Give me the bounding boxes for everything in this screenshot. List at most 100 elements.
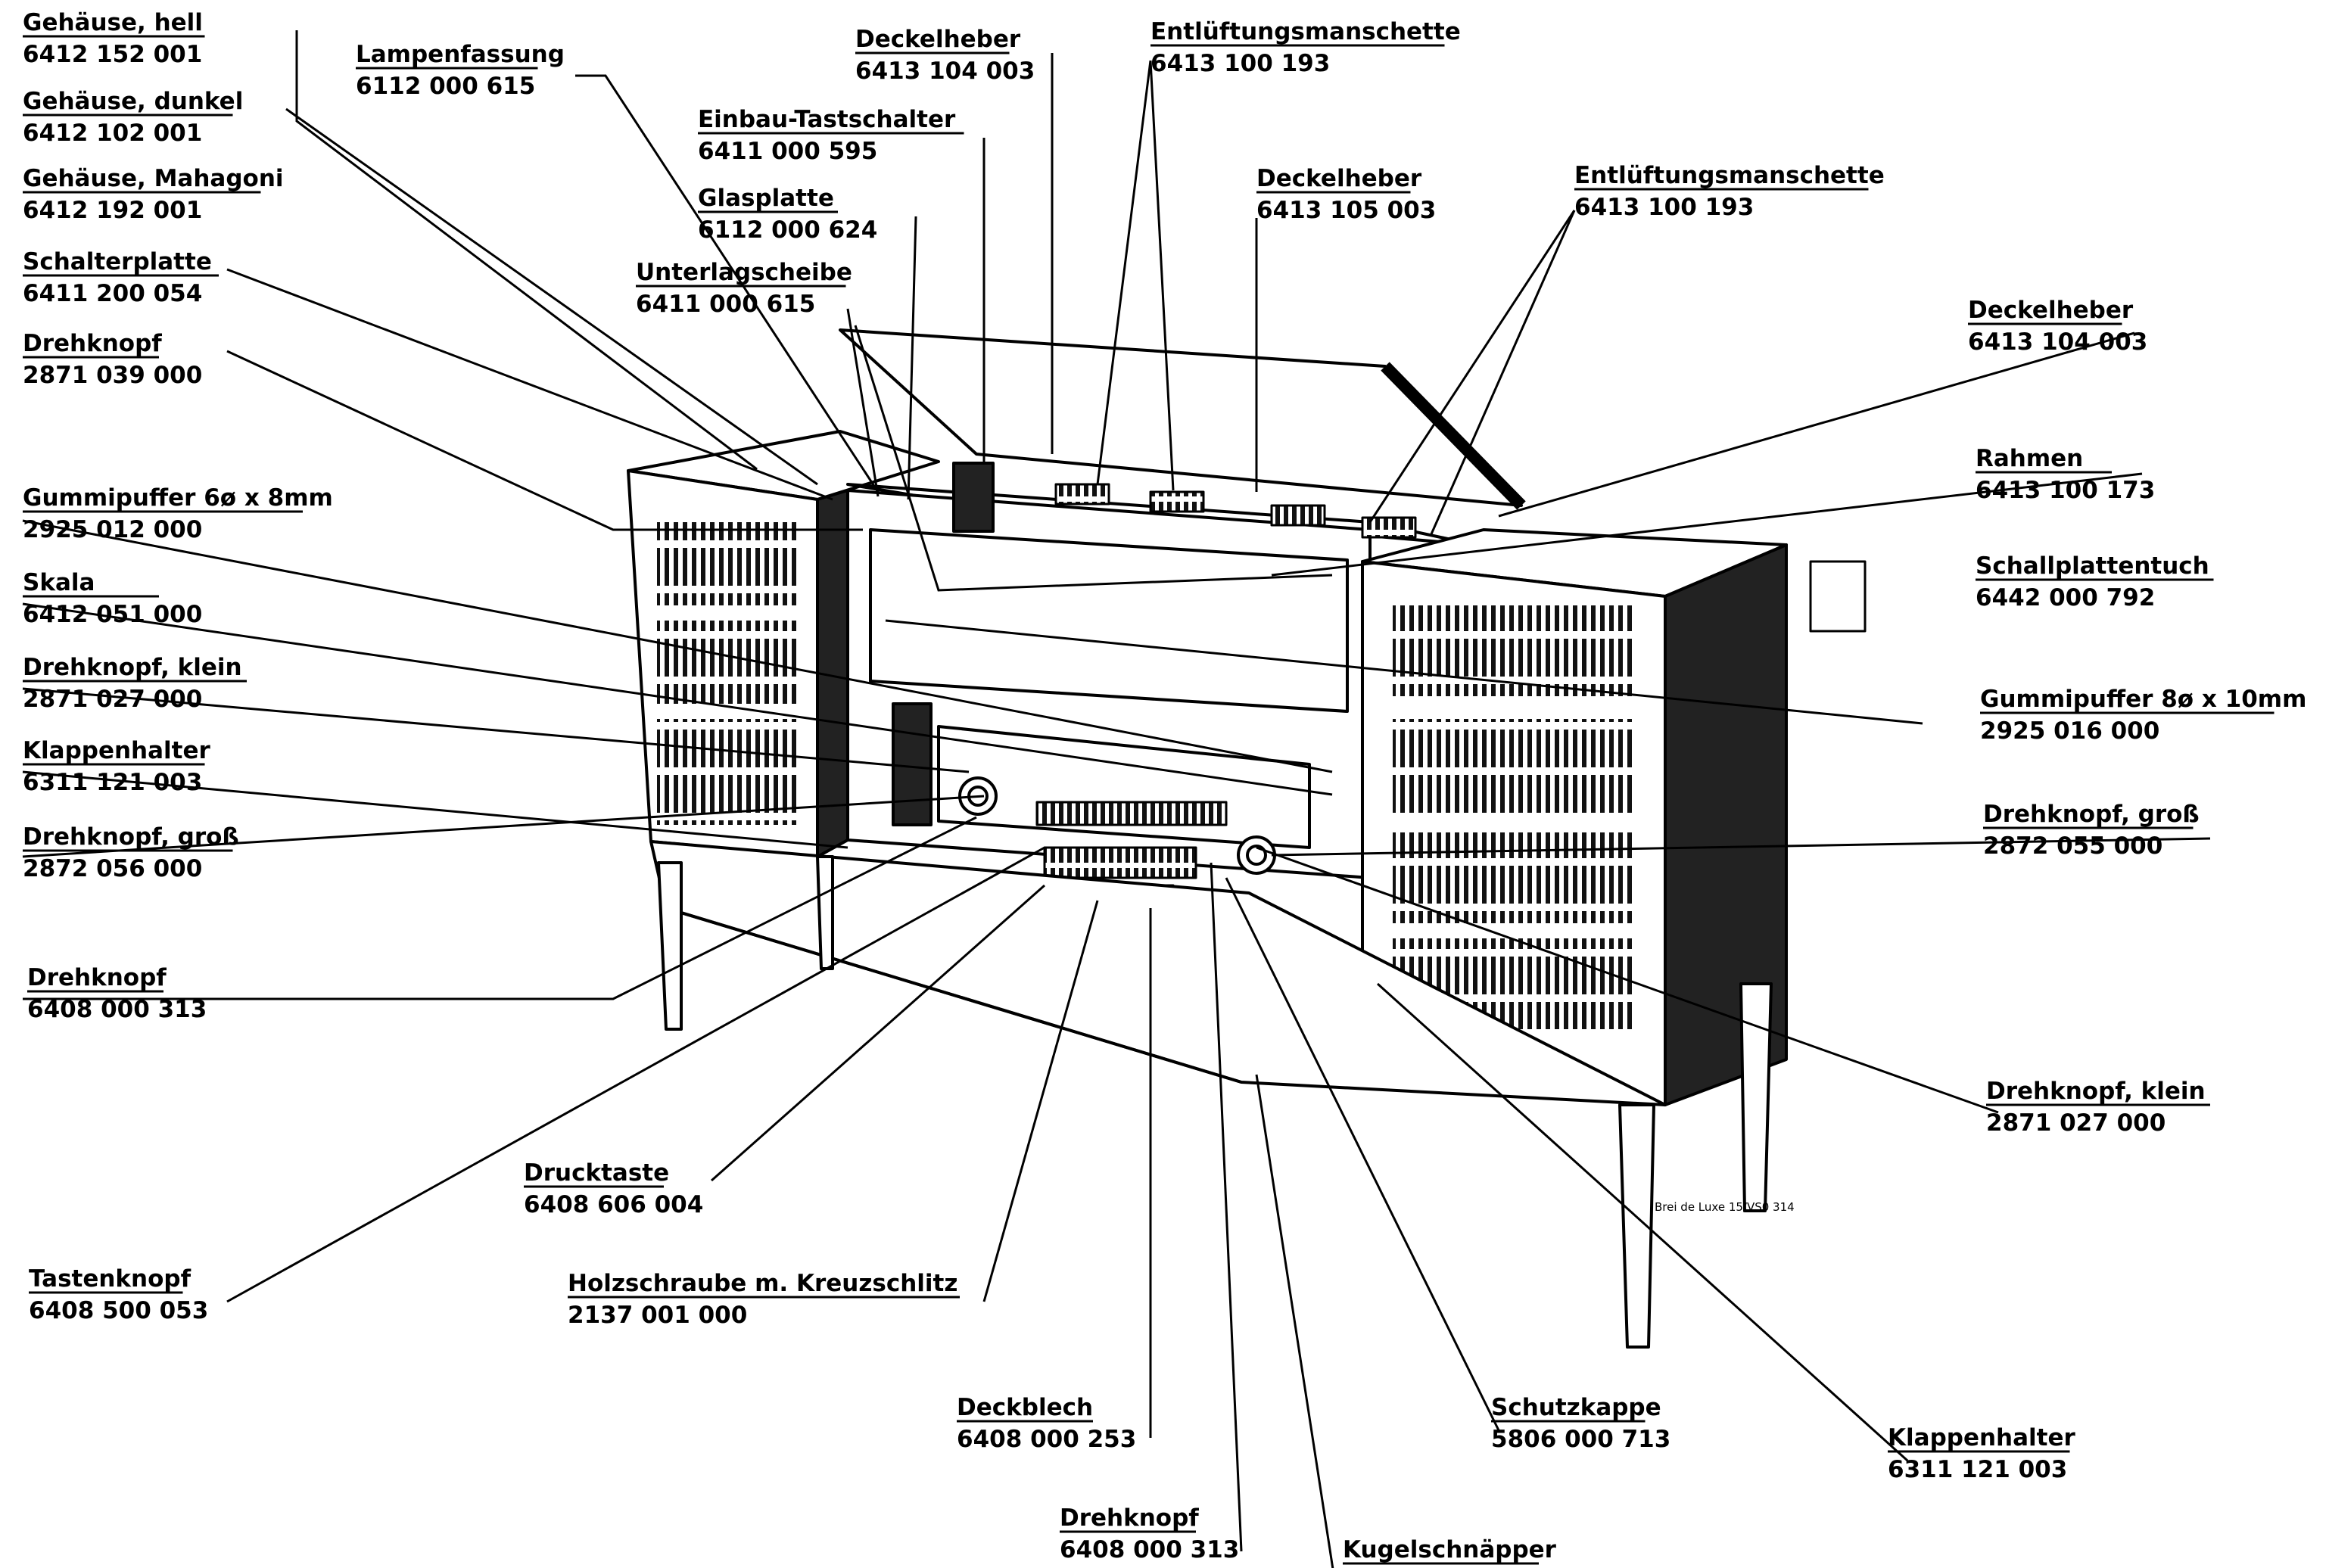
part-number: 6413 100 193 [1150,50,1330,77]
part-label: Glasplatte 6112 000 624 [698,185,877,244]
part-name: Klappenhalter [1888,1424,2076,1451]
part-name: Drehknopf [23,330,162,357]
pushbutton-bank [1043,846,1197,879]
part-number: 5806 000 713 [1491,1426,1670,1453]
part-name: Schallplattentuch [1976,552,2209,580]
part-name: Entlüftungsmanschette [1574,162,1885,189]
part-label: Schutzkappe 5806 000 713 [1491,1394,1670,1453]
right-speaker-grille-3 [1393,832,1635,923]
part-name: Deckelheber [1256,165,1422,192]
part-number: 6412 102 001 [23,120,202,147]
part-label: Kugelschnäpper [1343,1536,1557,1565]
part-number: 2872 056 000 [23,855,202,882]
part-name: Gehäuse, hell [23,9,203,36]
part-label: Drehknopf, groß 2872 056 000 [23,823,239,882]
part-label: Entlüftungsmanschette 6413 100 193 [1574,162,1885,221]
leg-left-front [657,861,683,1031]
part-name: Drehknopf, groß [1983,801,2200,828]
part-number: 6413 100 173 [1976,477,2155,504]
leader-lines [22,30,2211,1568]
part-number: 2137 001 000 [568,1302,747,1329]
part-name: Gummipuffer 6ø x 8mm [23,484,333,512]
part-number: 2871 027 000 [1986,1109,2166,1137]
part-label: Drehknopf 2871 039 000 [23,330,202,389]
part-number: 2925 012 000 [23,516,202,543]
part-number: 6413 104 003 [855,58,1035,85]
part-label: Drehknopf 6408 000 313 [1060,1504,1239,1563]
part-label: Klappenhalter 6311 121 003 [1888,1424,2076,1483]
part-number: 6311 121 003 [23,769,202,796]
part-name: Deckelheber [1968,297,2134,324]
part-label: Deckelheber 6413 104 003 [1968,297,2147,356]
part-name: Drehknopf [1060,1504,1199,1532]
part-number: 6413 104 003 [1968,328,2147,356]
part-name: Tastenknopf [29,1265,191,1293]
top-dark-block [952,462,995,533]
part-name: Gehäuse, Mahagoni [23,165,284,192]
right-speaker-grille-2 [1393,719,1635,817]
part-label: Schallplattentuch 6442 000 792 [1976,552,2214,611]
part-number: 2872 055 000 [1983,832,2162,860]
part-name: Schalterplatte [23,248,212,275]
radiogram-cabinet-drawing [627,328,1867,1349]
part-name: Gehäuse, dunkel [23,88,243,115]
left-speaker-grille-2 [657,621,801,704]
part-number: 6412 051 000 [23,601,202,628]
part-name: Glasplatte [698,185,834,212]
part-name: Drehknopf, klein [23,654,242,681]
lid [839,328,1523,507]
left-inner-dark-panel [892,702,933,826]
leg-left-rear [816,855,834,970]
part-label: Gehäuse, hell 6412 152 001 [23,9,205,68]
part-name: Klappenhalter [23,737,211,764]
part-number: 6413 100 193 [1574,194,1754,221]
part-name: Einbau-Tastschalter [698,106,956,133]
part-number: 6408 000 313 [1060,1536,1239,1563]
part-number: 6408 606 004 [524,1191,703,1218]
part-name: Drehknopf, groß [23,823,239,851]
part-name: Schutzkappe [1491,1394,1661,1421]
inner-compartment [869,528,1349,713]
left-speaker-grille-1 [657,522,801,605]
part-label: Rahmen 6413 100 173 [1976,445,2155,504]
part-name: Unterlagscheibe [636,259,852,286]
part-number: 6112 000 615 [356,73,535,100]
part-number: 6412 152 001 [23,41,202,68]
leg-right-front [1618,1103,1655,1349]
right-speaker-grille-1 [1393,605,1635,696]
part-name: Rahmen [1976,445,2083,472]
right-cabinet-side [1664,543,1788,1106]
part-number: 6412 192 001 [23,197,202,224]
part-name: Drehknopf [27,964,167,991]
part-label: Holzschraube m. Kreuzschlitz 2137 001 000 [568,1270,960,1329]
part-label: Drehknopf, groß 2872 055 000 [1983,801,2200,860]
part-number: 2871 039 000 [23,362,202,389]
part-name: Holzschraube m. Kreuzschlitz [568,1270,957,1297]
part-label: Gehäuse, dunkel 6412 102 001 [23,88,243,147]
part-label: Gehäuse, Mahagoni 6412 192 001 [23,165,284,224]
part-label: Gummipuffer 6ø x 8mm 2925 012 000 [23,484,333,543]
dial-scale [1035,801,1228,826]
drawing-caption: Brei de Luxe 15/VS0 314 [1655,1200,1795,1214]
part-number: 6411 000 615 [636,291,815,318]
part-number: 2871 027 000 [23,686,202,713]
part-number: 6112 000 624 [698,216,877,244]
part-number: 2925 016 000 [1980,717,2159,745]
part-name: Kugelschnäpper [1343,1536,1557,1563]
part-number: 6311 121 003 [1888,1456,2067,1483]
leg-right-rear [1739,982,1773,1212]
part-number: 6442 000 792 [1976,584,2155,611]
